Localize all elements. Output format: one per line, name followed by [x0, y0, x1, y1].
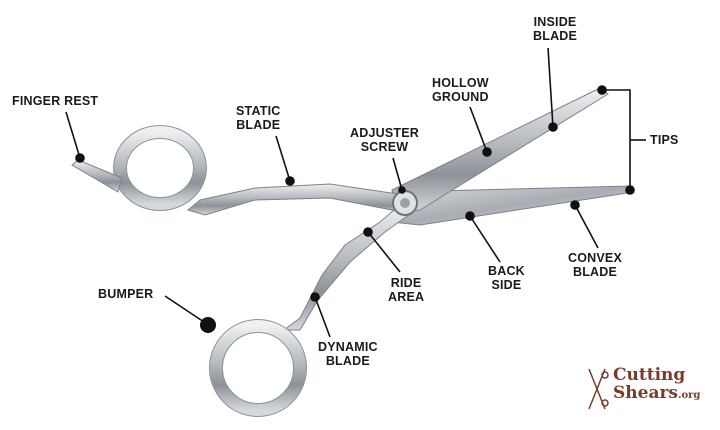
- static-blade-marker: [285, 176, 295, 186]
- label-line: ADJUSTER: [350, 126, 419, 140]
- label-line: BLADE: [533, 29, 578, 43]
- label-line: STATIC: [236, 104, 281, 118]
- label-line: SIDE: [491, 278, 522, 292]
- inside-blade-marker: [548, 122, 558, 132]
- upper-tip-marker: [597, 85, 607, 95]
- label-line: DYNAMIC: [318, 340, 378, 354]
- cuttingshears-logo: Cutting Shears.org: [585, 365, 705, 415]
- bumper-leader: [164, 295, 205, 323]
- label-finger-rest: FINGER REST: [12, 94, 99, 108]
- adjuster-screw-center: [400, 198, 410, 208]
- label-line: AREA: [388, 290, 425, 304]
- label-line: GROUND: [432, 90, 489, 104]
- label-line: RIDE: [390, 276, 422, 290]
- hollow-ground-marker: [482, 147, 492, 157]
- scissors-logo-icon: [588, 368, 609, 410]
- label-line: BLADE: [572, 265, 618, 279]
- bumper: [200, 317, 216, 333]
- logo-suffix: .org: [678, 390, 701, 401]
- label-line: INSIDE: [533, 15, 577, 29]
- label-line: CONVEX: [568, 251, 622, 265]
- label-line: HOLLOW: [432, 76, 489, 90]
- logo-line2: Shears.org: [613, 383, 700, 403]
- back-side-marker: [465, 211, 475, 221]
- logo-word: Shears: [613, 383, 678, 403]
- label-line: BACK: [488, 264, 525, 278]
- adjuster-screw-marker: [398, 186, 406, 194]
- label-line: SCREW: [360, 140, 409, 154]
- label-line: BLADE: [325, 354, 370, 368]
- back-side-leader: [469, 215, 501, 263]
- logo-line1: Cutting: [613, 365, 686, 385]
- static-ring-inner-outline: [126, 138, 194, 198]
- convex-blade-marker: [570, 200, 580, 210]
- lower-tip-marker: [625, 185, 635, 195]
- dynamic-handle: [282, 204, 411, 331]
- label-line: BLADE: [236, 118, 281, 132]
- adjuster-screw-leader: [392, 157, 403, 191]
- static-handle: [186, 183, 406, 216]
- ride-area-leader: [367, 231, 401, 273]
- finger-rest: [71, 159, 123, 193]
- dynamic-ring-outline: [209, 319, 307, 417]
- dynamic-blade-leader: [314, 296, 331, 338]
- dynamic-ring: [209, 319, 307, 417]
- label-tips: TIPS: [650, 133, 679, 147]
- inside-blade-leader: [547, 47, 554, 128]
- static-ring: [113, 125, 207, 211]
- tips-bracket: [602, 89, 631, 190]
- static-blade-leader: [275, 135, 291, 182]
- static-ring-outline: [113, 125, 207, 211]
- convex-blade-leader: [574, 204, 599, 249]
- finger-rest-marker: [75, 153, 85, 163]
- dynamic-ring-inner-outline: [222, 332, 294, 404]
- leader-lines: [65, 47, 646, 338]
- finger-rest-leader: [65, 111, 81, 159]
- dynamic-blade-marker: [310, 292, 320, 302]
- ride-area-marker: [363, 227, 373, 237]
- label-bumper: BUMPER: [98, 287, 154, 301]
- hollow-ground-leader: [469, 106, 488, 153]
